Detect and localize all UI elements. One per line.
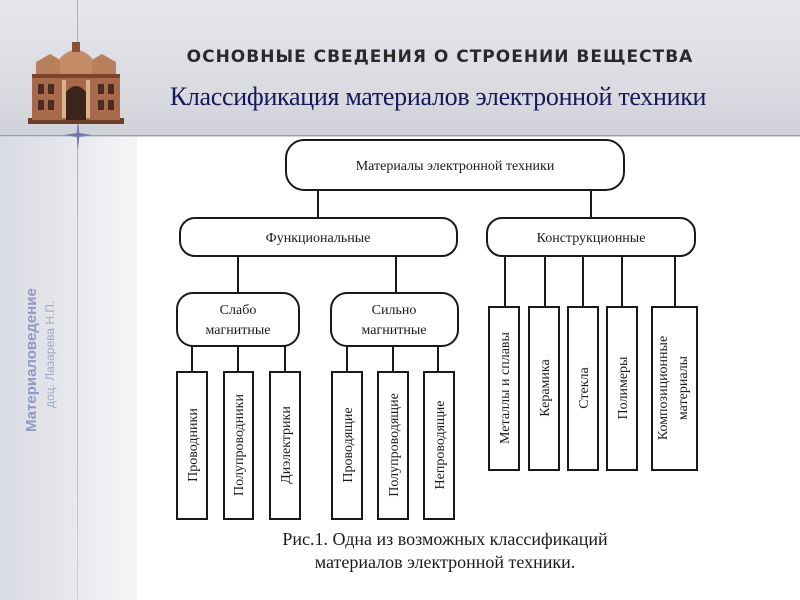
compass-star-icon <box>64 120 92 150</box>
caption-line1: Рис.1. Одна из возможных классификаций <box>282 529 608 549</box>
leaf-polymers-label: Полимеры <box>616 356 631 419</box>
leaf-composites: Композиционные материалы <box>651 306 698 471</box>
leaf-metals-alloys: Металлы и сплавы <box>488 306 520 471</box>
figure-caption: Рис.1. Одна из возможных классификаций м… <box>200 528 690 574</box>
root-node-label: Материалы электронной техники <box>356 159 555 174</box>
leaf-nonconducting: Непроводящие <box>423 371 455 520</box>
weak-magnetic-node: Слабо магнитные <box>176 292 300 347</box>
university-building-logo <box>28 42 124 124</box>
leaf-composites-line2: материалы <box>676 355 691 420</box>
leaf-semiconductors: Полупроводники <box>223 371 254 520</box>
header-band <box>0 0 800 137</box>
leaf-conductors-label: Проводники <box>186 408 201 482</box>
strong-magnetic-line2: магнитные <box>362 323 427 338</box>
left-sidebar-band <box>0 137 137 600</box>
leaf-semiconducting-label: Полупроводящие <box>387 393 402 497</box>
functional-node-label: Функциональные <box>266 231 371 246</box>
sidebar-divider-line <box>77 0 78 600</box>
leaf-conducting: Проводящие <box>331 371 363 520</box>
leaf-conductors: Проводники <box>176 371 208 520</box>
leaf-semiconductors-label: Полупроводники <box>232 394 247 496</box>
caption-line2: материалов электронной техники. <box>314 552 576 572</box>
structural-node: Конструкционные <box>486 217 696 257</box>
functional-node: Функциональные <box>179 217 458 257</box>
leaf-glasses: Стекла <box>567 306 599 471</box>
strong-magnetic-node: Сильно магнитные <box>330 292 459 347</box>
leaf-semiconducting: Полупроводящие <box>377 371 409 520</box>
strong-magnetic-line1: Сильно <box>372 303 417 318</box>
root-node: Материалы электронной техники <box>285 139 625 191</box>
header-divider-line <box>0 135 800 136</box>
leaf-glasses-label: Стекла <box>577 366 592 408</box>
connector-lines <box>191 190 676 372</box>
leaf-metals-alloys-label: Металлы и сплавы <box>498 331 513 443</box>
structural-node-label: Конструкционные <box>537 231 646 246</box>
leaf-dielectrics: Диэлектрики <box>269 371 301 520</box>
leaf-conducting-label: Проводящие <box>341 407 356 482</box>
leaf-dielectrics-label: Диэлектрики <box>279 406 294 484</box>
weak-magnetic-line1: Слабо <box>220 303 257 318</box>
leaf-nonconducting-label: Непроводящие <box>433 401 448 490</box>
weak-magnetic-line2: магнитные <box>206 323 271 338</box>
page-title: ОСНОВНЫЕ СВЕДЕНИЯ О СТРОЕНИИ ВЕЩЕСТВА <box>186 47 694 67</box>
leaf-ceramics-label: Керамика <box>538 359 553 417</box>
leaf-polymers: Полимеры <box>606 306 638 471</box>
page-subtitle: Классификация материалов электронной тех… <box>169 82 707 111</box>
leaf-ceramics: Керамика <box>528 306 560 471</box>
leaf-composites-line1: Композиционные <box>656 336 671 440</box>
